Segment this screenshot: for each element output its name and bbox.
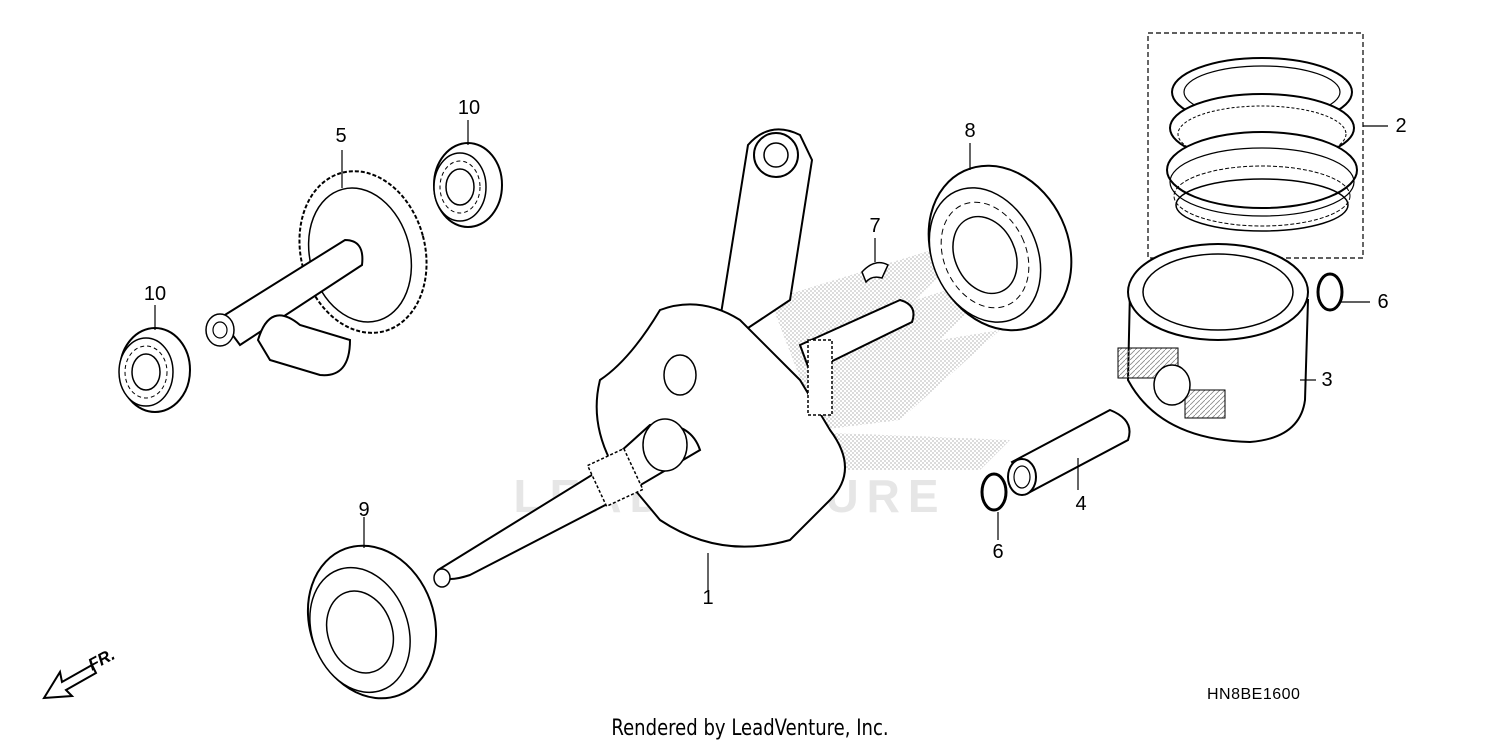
render-credit: Rendered by LeadVenture, Inc. xyxy=(611,716,889,741)
callout-6-left: 6 xyxy=(992,541,1004,563)
callout-1: 1 xyxy=(702,587,714,609)
callout-9: 9 xyxy=(358,499,370,521)
callout-6-right: 6 xyxy=(1377,291,1389,313)
callout-8: 8 xyxy=(964,120,976,142)
callout-4: 4 xyxy=(1075,493,1087,515)
diagram-code: HN8BE1600 xyxy=(1207,686,1301,703)
crankshaft xyxy=(433,128,915,588)
front-arrow-icon xyxy=(42,663,98,700)
callout-3: 3 xyxy=(1321,369,1333,391)
piston xyxy=(1117,243,1310,444)
bearing-8 xyxy=(927,164,1073,332)
bearing-10-upper xyxy=(433,142,503,228)
callout-10-upper: 10 xyxy=(457,97,481,119)
callout-7: 7 xyxy=(869,215,881,237)
callout-5: 5 xyxy=(335,125,347,147)
circlip-right xyxy=(1316,272,1344,312)
woodruff-key xyxy=(861,261,889,284)
callout-10-lower: 10 xyxy=(143,283,167,305)
bearing-10-lower xyxy=(118,327,191,413)
callout-2: 2 xyxy=(1395,115,1407,137)
bearing-9 xyxy=(306,544,438,700)
piston-ring-set xyxy=(1147,32,1364,259)
balancer-shaft xyxy=(205,170,428,377)
circlip-left xyxy=(980,472,1008,512)
piston-pin xyxy=(1007,408,1131,496)
leader-lines xyxy=(154,120,1388,590)
